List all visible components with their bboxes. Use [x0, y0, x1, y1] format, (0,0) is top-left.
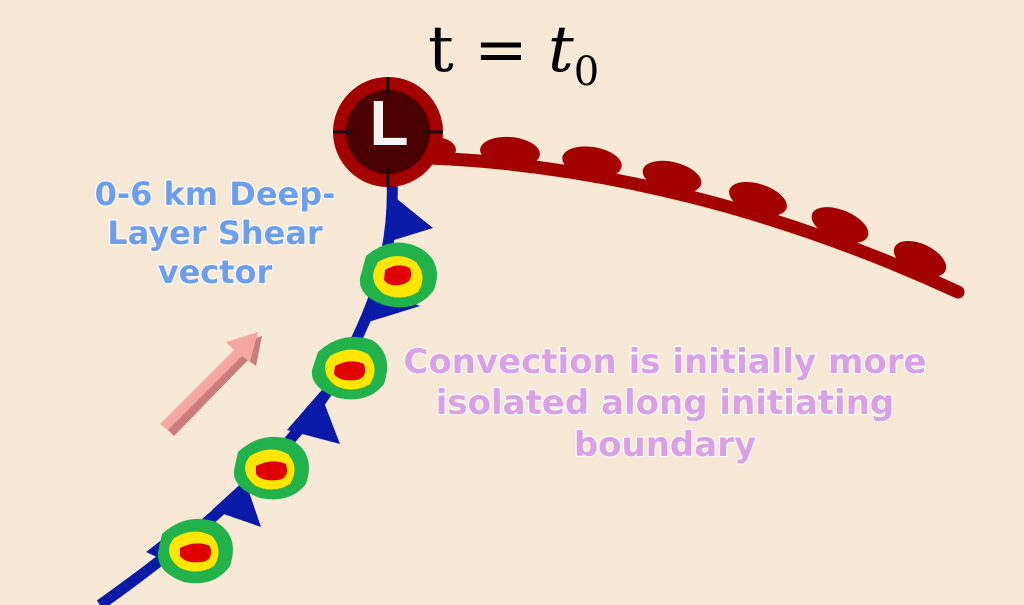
shear-vector-arrow	[160, 332, 262, 436]
time-label-subscript: 0	[573, 49, 600, 95]
shear-label-line: 0-6 km Deep-	[94, 174, 337, 214]
storm-cell	[157, 518, 233, 584]
shear-vector-label: 0-6 km Deep- Layer Shear vector	[70, 174, 360, 292]
time-label-variable: t	[548, 13, 574, 87]
low-pressure-symbol	[333, 77, 443, 187]
shear-label-line: vector	[157, 252, 274, 292]
storm-cell	[311, 336, 388, 400]
convection-label: Convection is initially more isolated al…	[400, 341, 930, 466]
shear-label-line: Layer Shear	[106, 213, 323, 253]
storm-cell	[233, 436, 309, 500]
time-label-base: t =	[428, 13, 549, 87]
time-label: t = t0	[428, 18, 599, 92]
convection-label-line: Convection is initially more	[402, 341, 927, 383]
convection-label-line: boundary	[573, 424, 757, 466]
storm-cell	[359, 242, 437, 308]
convection-label-line: isolated along initiating	[435, 382, 896, 424]
warm-front	[416, 136, 965, 299]
low-pressure-letter: L	[369, 87, 409, 159]
